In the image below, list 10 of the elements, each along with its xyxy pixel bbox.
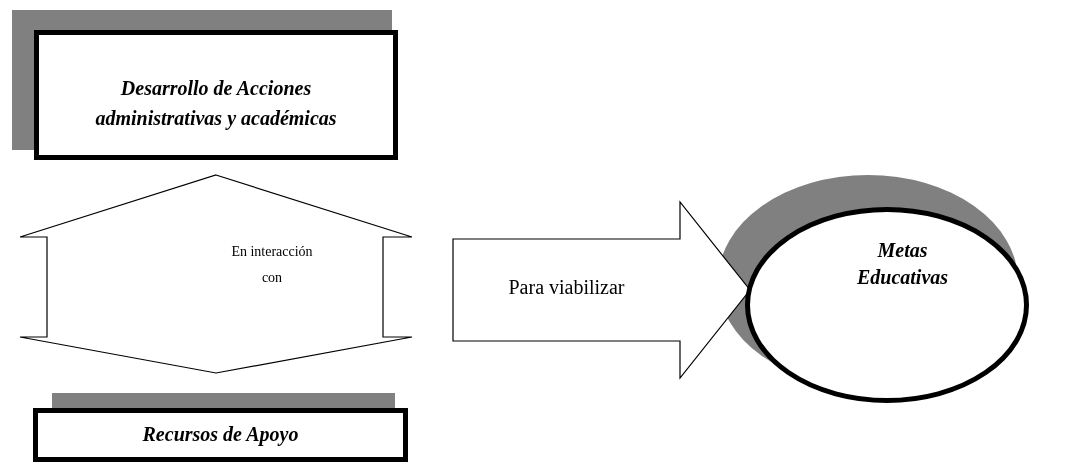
goal-ellipse bbox=[745, 207, 1029, 403]
process-box bbox=[33, 408, 408, 462]
edge-label: Para viabilizar bbox=[507, 276, 626, 299]
box-title: Metas Educativas bbox=[855, 238, 950, 290]
process-box bbox=[34, 30, 398, 160]
double-arrow-shape bbox=[20, 175, 412, 373]
box-title: Desarrollo de Acciones administrativas y académicas bbox=[94, 76, 338, 132]
block-arrow bbox=[452, 200, 751, 380]
shape-label: En interacción con bbox=[230, 243, 314, 287]
box-title: Recursos de Apoyo bbox=[141, 422, 300, 448]
